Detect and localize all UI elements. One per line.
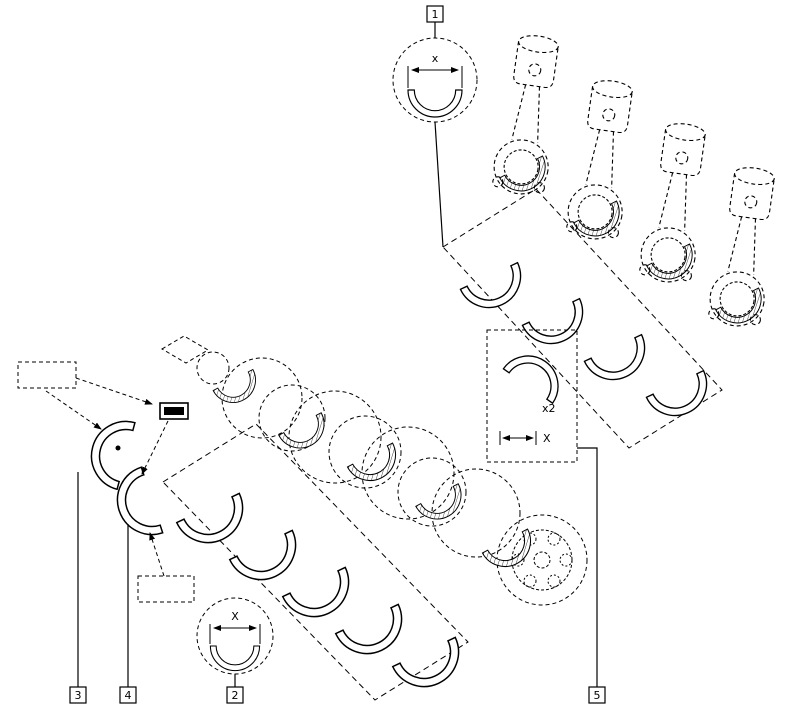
leader-line [434, 121, 444, 248]
callout-number: 3 [75, 689, 82, 702]
lower-half-shell [107, 466, 164, 545]
callout-1: 1 [426, 5, 444, 248]
arrow-to-lower-shell [149, 532, 165, 577]
main-bearing-shells-tray [162, 423, 471, 701]
dim-label-bottom: X [231, 610, 239, 623]
detail-bottom: X [196, 597, 274, 675]
hatched-journal-shell [278, 412, 333, 457]
arrow-to-upper-shell [45, 390, 102, 430]
main-bearing-shell [175, 492, 255, 555]
callout-number: 5 [594, 689, 601, 702]
dim-label-top: x [432, 52, 439, 65]
callout-box [226, 686, 244, 704]
rod-bearing-shell [645, 370, 718, 427]
main-bearing-shell [228, 529, 308, 592]
thrust-washer-symbol [159, 402, 189, 420]
crankshaft-nose [161, 335, 209, 364]
crank-pin [258, 384, 326, 452]
installed-main-bearing-surfaces [212, 368, 540, 576]
detail-top-shell [407, 89, 463, 118]
callout-box [588, 686, 606, 704]
detail-top: x [392, 37, 478, 123]
crank-web [361, 426, 455, 520]
crank-front-journal [196, 351, 230, 385]
detail-top-circle [392, 37, 478, 123]
detail-side-outline [486, 329, 578, 463]
callout-number: 2 [232, 689, 239, 702]
callout-box [119, 686, 137, 704]
rod-bearing-shell [459, 262, 532, 319]
crank-web [221, 357, 303, 439]
callout-box [426, 5, 444, 23]
dim-label-side: X [543, 432, 551, 445]
hatched-journal-shell [212, 368, 264, 411]
connecting-rod-4 [706, 164, 789, 336]
main-bearing-shell [391, 636, 471, 699]
detail-side-box: x2 X [486, 329, 578, 463]
rod-bearing-shell [583, 334, 656, 391]
thrust-bearing-shell-pair [82, 412, 164, 545]
connecting-rod-3 [637, 120, 720, 292]
hatched-journal-shell [481, 528, 540, 576]
connecting-rod-2 [564, 77, 647, 249]
connecting-rod-1 [490, 32, 573, 204]
label-box-empty-upper [17, 361, 77, 389]
main-shells-tray-outline [162, 423, 469, 701]
callout-5: 5 [577, 447, 606, 704]
callout-box [69, 686, 87, 704]
callouts: 1 2 3 4 5 [69, 5, 606, 704]
detail-bottom-shell [209, 645, 261, 672]
hatched-journal-shell [346, 442, 405, 490]
reference-boxes [17, 361, 195, 603]
label-box-empty-lower [137, 575, 195, 603]
callout-3: 3 [69, 472, 87, 704]
rod-bearing-shell [521, 298, 594, 355]
hatched-journal-shell [415, 483, 470, 528]
callout-number: 1 [432, 8, 439, 21]
crankshaft [161, 335, 588, 606]
callout-4: 4 [119, 524, 137, 704]
callout-2: 2 [226, 674, 244, 704]
crank-web [288, 390, 382, 484]
rod-bearing-shells-tray [442, 188, 723, 449]
rod-shells-tray-outline [442, 188, 723, 449]
crank-pin [397, 457, 467, 527]
connecting-rods-assembly [490, 32, 789, 336]
main-bearing-shell [281, 566, 361, 629]
arrow-to-thrust-washer [75, 377, 153, 405]
leader-line [577, 447, 598, 687]
arrow-washer-to-shells [141, 420, 169, 475]
main-bearing-shell [334, 603, 414, 666]
pointer-arrows [45, 377, 169, 577]
crank-web [431, 468, 521, 558]
qty-label: x2 [542, 402, 556, 415]
oil-hole [115, 445, 121, 451]
callout-number: 4 [125, 689, 132, 702]
